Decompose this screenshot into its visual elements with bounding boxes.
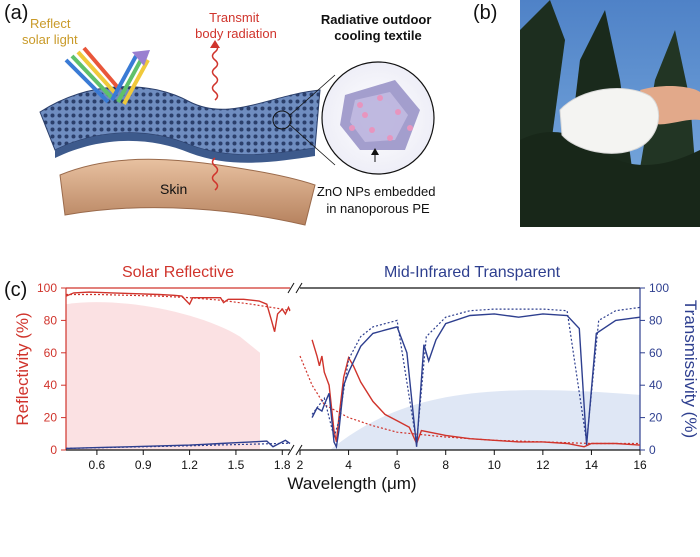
x-tick-label-right-2: 6 xyxy=(394,458,401,472)
x-tick-label-right-5: 12 xyxy=(536,458,550,472)
white-textile-in-hand xyxy=(559,87,659,154)
nps-caption: ZnO NPs embedded in nanoporous PE xyxy=(317,184,439,216)
panel-b-label: (b) xyxy=(473,2,498,24)
nanoporous-structure xyxy=(340,80,420,150)
textile-title: Radiative outdoor cooling textile xyxy=(321,12,435,43)
textile-photo xyxy=(520,0,700,227)
transmit-text: Transmit body radiation xyxy=(195,10,277,41)
x-tick-label-left-4: 1.8 xyxy=(274,458,291,472)
axis-break-bottom xyxy=(287,444,303,456)
y-tick-label-right-0: 0 xyxy=(649,443,656,457)
y-tick-label-left-2: 40 xyxy=(44,378,58,392)
x-axis-label: Wavelength (μm) xyxy=(287,474,416,493)
skin-block xyxy=(59,158,316,226)
x-tick-label-left-0: 0.6 xyxy=(89,458,106,472)
x-tick-label-left-2: 1.2 xyxy=(181,458,198,472)
series-line-8 xyxy=(311,306,641,444)
panel-a-label: (a) xyxy=(4,2,29,24)
series-line-6 xyxy=(299,355,640,445)
series-line-4 xyxy=(65,442,291,449)
axis-break-top xyxy=(287,282,303,294)
y-axis-label-left: Reflectivity (%) xyxy=(13,312,32,425)
y-tick-label-right-1: 20 xyxy=(649,411,663,425)
x-tick-label-right-1: 4 xyxy=(345,458,352,472)
skin-label: Skin xyxy=(160,181,187,197)
chart-title-left: Solar Reflective xyxy=(122,264,234,281)
solar-spectrum-band xyxy=(66,302,260,450)
x-tick-label-left-3: 1.5 xyxy=(228,458,245,472)
y-tick-label-left-0: 0 xyxy=(50,443,57,457)
y-tick-label-right-5: 100 xyxy=(649,281,669,295)
textile-illustration: Skin Reflect solar light Transmit body r… xyxy=(22,10,439,226)
y-tick-label-left-1: 20 xyxy=(44,411,58,425)
x-tick-label-right-0: 2 xyxy=(297,458,304,472)
x-tick-label-right-4: 10 xyxy=(488,458,502,472)
reflect-arrow-icon xyxy=(64,46,150,105)
y-tick-label-left-3: 60 xyxy=(44,346,58,360)
y-tick-label-left-5: 100 xyxy=(37,281,57,295)
x-tick-label-left-1: 0.9 xyxy=(135,458,152,472)
series-line-2 xyxy=(66,293,291,312)
y-axis-label-right: Transmissivity (%) xyxy=(681,300,700,438)
reflect-text: Reflect solar light xyxy=(22,16,78,47)
chart-title-right: Mid-Infrared Transparent xyxy=(384,264,561,281)
y-tick-label-right-4: 80 xyxy=(649,313,663,327)
ir-emission-band xyxy=(330,390,640,450)
transmit-radiation-wave xyxy=(211,43,219,101)
y-tick-label-left-4: 80 xyxy=(44,313,58,327)
y-tick-label-right-2: 40 xyxy=(649,378,663,392)
y-tick-label-right-3: 60 xyxy=(649,346,663,360)
series-line-5 xyxy=(311,339,641,448)
x-tick-label-right-6: 14 xyxy=(585,458,599,472)
x-tick-label-right-7: 16 xyxy=(633,458,647,472)
x-tick-label-right-3: 8 xyxy=(442,458,449,472)
body-radiation-wave xyxy=(211,157,219,191)
series-line-1 xyxy=(65,291,291,332)
panel-c-label: (c) xyxy=(4,279,28,301)
